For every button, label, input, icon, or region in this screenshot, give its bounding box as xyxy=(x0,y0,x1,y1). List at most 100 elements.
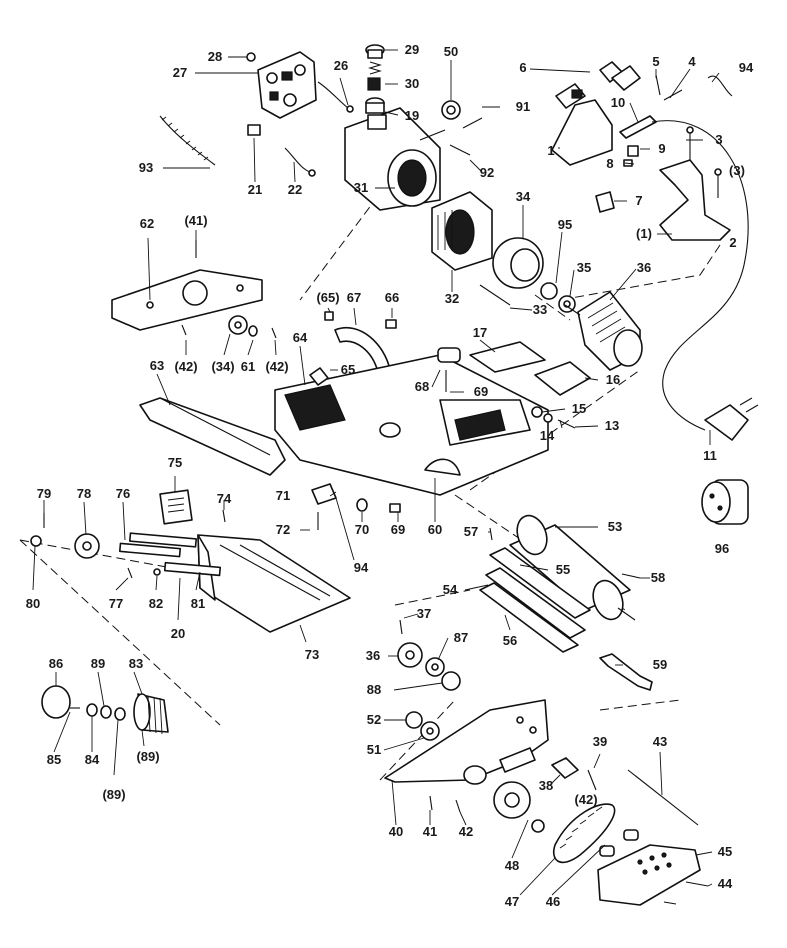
base-63 xyxy=(274,354,549,496)
armature-35 xyxy=(564,291,643,371)
motor-housing-30 xyxy=(344,107,441,211)
callout-35: 36 xyxy=(636,260,652,275)
shafts xyxy=(118,532,222,577)
callout-36: 36 xyxy=(365,648,381,663)
callout-48: 48 xyxy=(504,858,520,873)
callout-42d: (42) xyxy=(574,792,598,807)
roller-52 xyxy=(509,514,636,621)
callout-91: 92 xyxy=(479,165,495,180)
callout-20: 20 xyxy=(170,626,186,641)
field-coil-31 xyxy=(431,191,493,271)
blade-53 xyxy=(485,567,586,639)
callout-51: 52 xyxy=(366,712,382,727)
knob-83 xyxy=(133,693,169,735)
callout-68: 69 xyxy=(473,384,489,399)
blade-54 xyxy=(489,547,591,619)
callout-89: 89 xyxy=(90,656,106,671)
callout-47: 47 xyxy=(504,894,520,909)
callout-66: 67 xyxy=(346,290,362,305)
plug-11 xyxy=(704,397,759,441)
callout-27: 28 xyxy=(207,49,223,64)
callout-13: 13 xyxy=(604,418,620,433)
callout-89c: (89) xyxy=(102,787,126,802)
callout-64: 65 xyxy=(340,362,356,377)
callout-59: 60 xyxy=(427,522,443,537)
callout-49: 50 xyxy=(443,44,459,59)
gasket-17 xyxy=(469,341,546,373)
callout-30: 31 xyxy=(353,180,369,195)
callout-17: 17 xyxy=(472,325,488,340)
callout-5: 5 xyxy=(652,54,660,69)
callout-54: 55 xyxy=(555,562,571,577)
clip-93 xyxy=(707,75,733,97)
callout-4: 4 xyxy=(688,54,696,69)
spanner-58 xyxy=(599,653,653,691)
callout-74: 74 xyxy=(216,491,232,506)
callout-45: 45 xyxy=(717,844,733,859)
callout-57: 58 xyxy=(650,570,666,585)
handle-right xyxy=(659,159,731,241)
handle-1 xyxy=(551,61,641,166)
callout-2: 2 xyxy=(729,235,737,250)
callout-31: 32 xyxy=(444,291,460,306)
callout-72: 72 xyxy=(275,522,291,537)
callout-94: 94 xyxy=(353,560,369,575)
brush-parts xyxy=(365,44,385,114)
callout-42c: (42) xyxy=(265,359,289,374)
callout-8: 8 xyxy=(606,156,614,171)
callout-42b: (42) xyxy=(174,359,198,374)
callout-83: 83 xyxy=(128,656,144,671)
callout-33: 34 xyxy=(515,189,531,204)
callout-3: 3 xyxy=(715,132,723,147)
frame-40 xyxy=(384,699,549,785)
gland-10 xyxy=(619,115,657,139)
callout-84: 84 xyxy=(84,752,100,767)
wire-22 xyxy=(284,147,311,173)
callout-52: 53 xyxy=(607,519,623,534)
end-cap-26 xyxy=(257,51,317,119)
part-21 xyxy=(247,124,261,136)
bracket-7 xyxy=(595,191,615,213)
callout-16: 16 xyxy=(605,372,621,387)
callout-89b: (89) xyxy=(136,749,160,764)
cover-45 xyxy=(597,829,701,906)
callout-32: 33 xyxy=(532,302,548,317)
callout-28: 29 xyxy=(404,42,420,57)
leader-lines xyxy=(32,49,720,896)
callout-78: 78 xyxy=(76,486,92,501)
block-16 xyxy=(534,361,591,396)
callout-96: 96 xyxy=(714,541,730,556)
callout-39: 39 xyxy=(592,734,608,749)
callout-21: 21 xyxy=(247,182,263,197)
callout-86: 86 xyxy=(48,656,64,671)
callout-34b: (34) xyxy=(211,359,235,374)
callout-53: 54 xyxy=(442,582,458,597)
callout-92: 93 xyxy=(138,160,154,175)
callout-1b: (1) xyxy=(636,226,652,241)
callout-55: 56 xyxy=(502,633,518,648)
callout-41b: (41) xyxy=(184,213,208,228)
label-75 xyxy=(159,489,193,525)
blade-55 xyxy=(479,582,579,653)
callout-95: 95 xyxy=(557,217,573,232)
callout-14: 14 xyxy=(539,428,555,443)
callout-65: 66 xyxy=(384,290,400,305)
callout-38: 38 xyxy=(538,778,554,793)
guard-62 xyxy=(139,397,286,476)
callout-80: 80 xyxy=(25,596,41,611)
belt-47 xyxy=(553,803,616,864)
callout-43: 43 xyxy=(652,734,668,749)
cover-61 xyxy=(111,269,263,331)
callout-60: 61 xyxy=(240,359,256,374)
callout-26: 27 xyxy=(172,65,188,80)
cable-2 xyxy=(651,120,749,431)
callout-63: 64 xyxy=(292,330,308,345)
callout-56: 57 xyxy=(463,524,479,539)
callout-37: 37 xyxy=(416,606,432,621)
callout-61: 62 xyxy=(139,216,155,231)
callout-42: 42 xyxy=(458,824,474,839)
callout-81: 81 xyxy=(190,596,206,611)
callout-88: 88 xyxy=(366,682,382,697)
callout-29: 30 xyxy=(404,76,420,91)
